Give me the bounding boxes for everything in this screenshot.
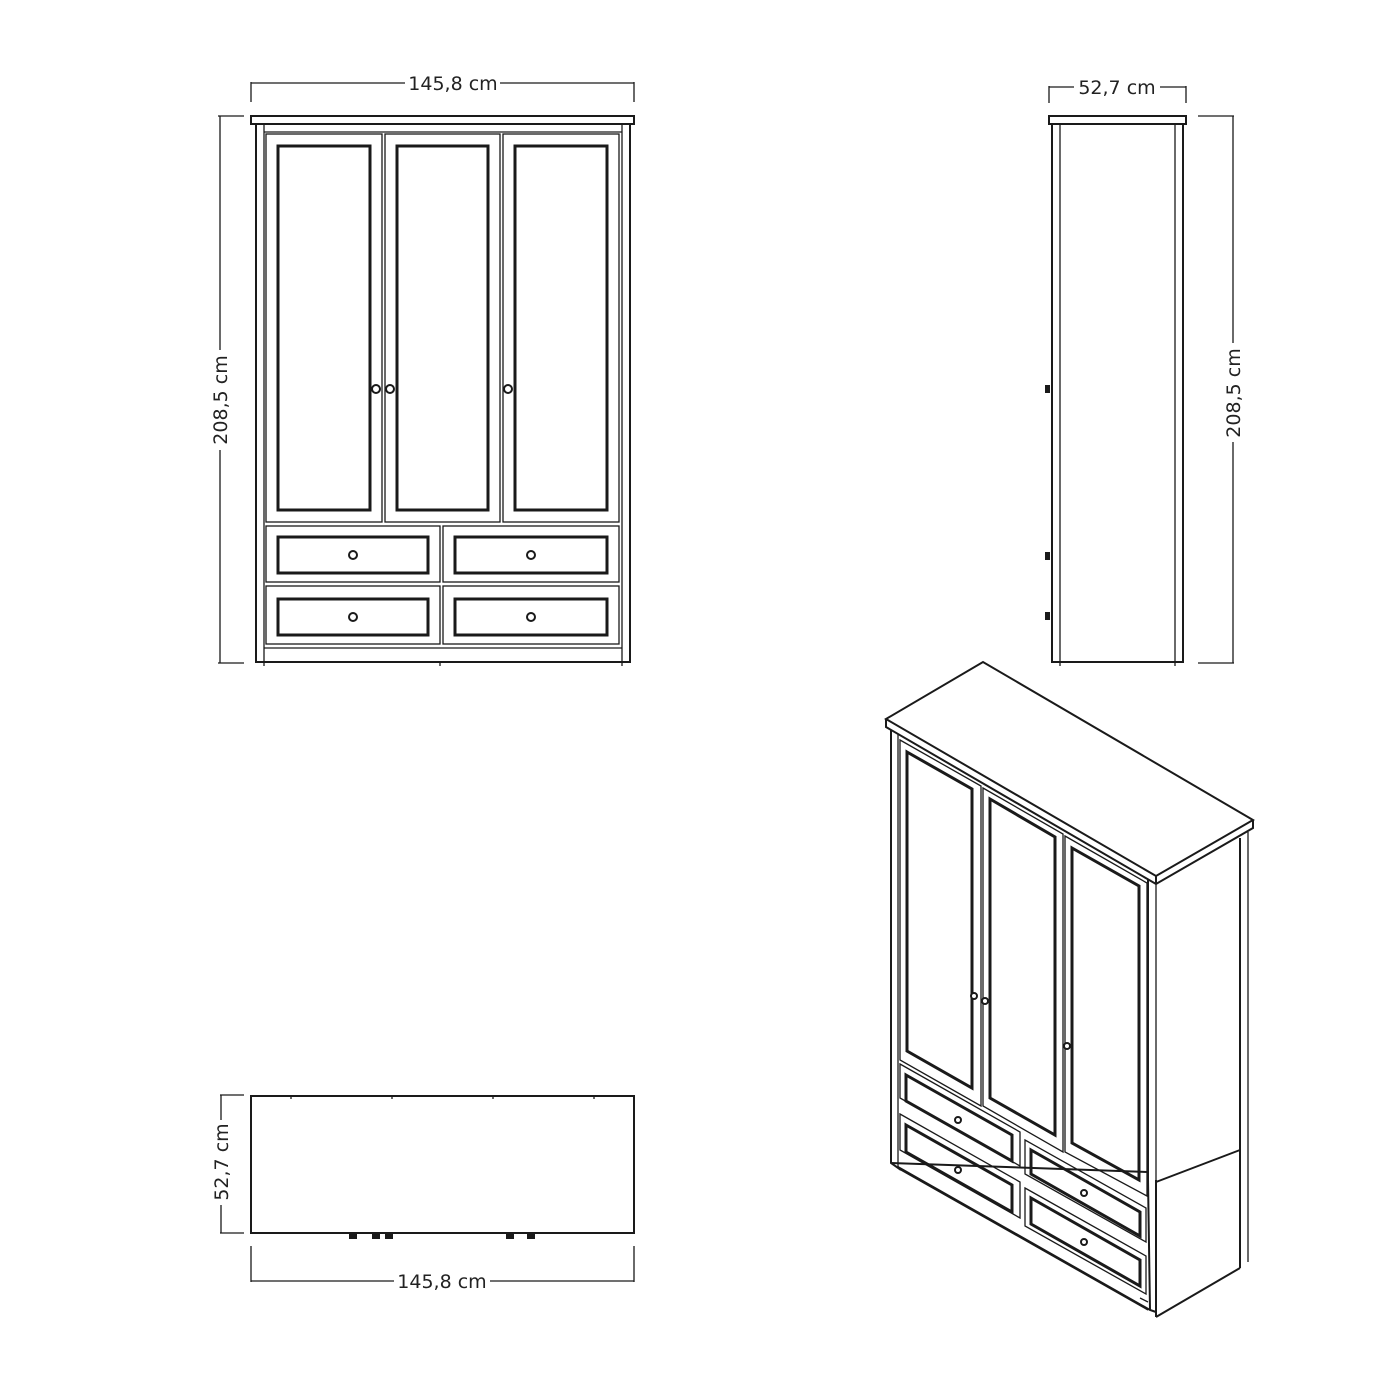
door-knob-icon bbox=[970, 992, 978, 1000]
knob-top-icon bbox=[372, 1233, 380, 1239]
front-height-label: 208,5 cm bbox=[210, 355, 232, 444]
front-door-left bbox=[265, 133, 383, 523]
front-door-right bbox=[502, 133, 620, 523]
top-depth-dimension: 52,7 cm bbox=[211, 1094, 244, 1234]
side-depth-label: 52,7 cm bbox=[1078, 77, 1155, 99]
perspective-door-middle bbox=[981, 786, 1064, 1154]
top-width-label: 145,8 cm bbox=[397, 1271, 486, 1293]
perspective-door-left bbox=[899, 738, 982, 1108]
perspective-top bbox=[884, 660, 1255, 878]
front-width-dimension: 145,8 cm bbox=[250, 73, 635, 102]
door-knob-icon bbox=[981, 997, 989, 1005]
top-outline bbox=[250, 1095, 635, 1234]
knob-profile-icon bbox=[1045, 552, 1050, 560]
drawer-knob-icon bbox=[1080, 1238, 1088, 1246]
drawer-knob-icon bbox=[348, 612, 358, 622]
drawer-knob-icon bbox=[954, 1166, 962, 1174]
top-view: 52,7 cm 145,8 cm bbox=[211, 1094, 635, 1293]
top-width-dimension: 145,8 cm bbox=[250, 1246, 635, 1293]
perspective-door-right bbox=[1063, 834, 1148, 1198]
front-drawers bbox=[265, 525, 620, 645]
knob-top-icon bbox=[349, 1233, 357, 1239]
knob-top-icon bbox=[527, 1233, 535, 1239]
front-cornice bbox=[250, 115, 635, 125]
front-height-dimension: 208,5 cm bbox=[210, 115, 244, 664]
knob-profile-icon bbox=[1045, 612, 1050, 620]
side-carcass bbox=[1051, 123, 1184, 663]
front-door-middle bbox=[384, 133, 501, 523]
knob-profile-icon bbox=[1045, 385, 1050, 393]
side-depth-dimension: 52,7 cm bbox=[1048, 77, 1187, 103]
knob-top-icon bbox=[385, 1233, 393, 1239]
door-knob-icon bbox=[503, 384, 513, 394]
knob-top-icon bbox=[506, 1233, 514, 1239]
top-depth-label: 52,7 cm bbox=[211, 1123, 233, 1200]
perspective-view bbox=[884, 660, 1255, 1318]
drawer-knob-icon bbox=[526, 612, 536, 622]
drawer-knob-icon bbox=[348, 550, 358, 560]
door-knob-icon bbox=[1063, 1042, 1071, 1050]
perspective-drawers bbox=[899, 1062, 1147, 1296]
side-cornice bbox=[1048, 115, 1187, 125]
drawer-knob-icon bbox=[954, 1116, 962, 1124]
drawer-knob-icon bbox=[526, 550, 536, 560]
side-height-dimension: 208,5 cm bbox=[1198, 115, 1245, 664]
side-height-label: 208,5 cm bbox=[1223, 348, 1245, 437]
drawer-knob-icon bbox=[1080, 1189, 1088, 1197]
door-knob-icon bbox=[385, 384, 395, 394]
front-width-label: 145,8 cm bbox=[408, 73, 497, 95]
front-view: 145,8 cm 208,5 cm bbox=[210, 73, 635, 666]
side-view: 52,7 cm 208,5 cm bbox=[1045, 77, 1245, 666]
door-knob-icon bbox=[371, 384, 381, 394]
